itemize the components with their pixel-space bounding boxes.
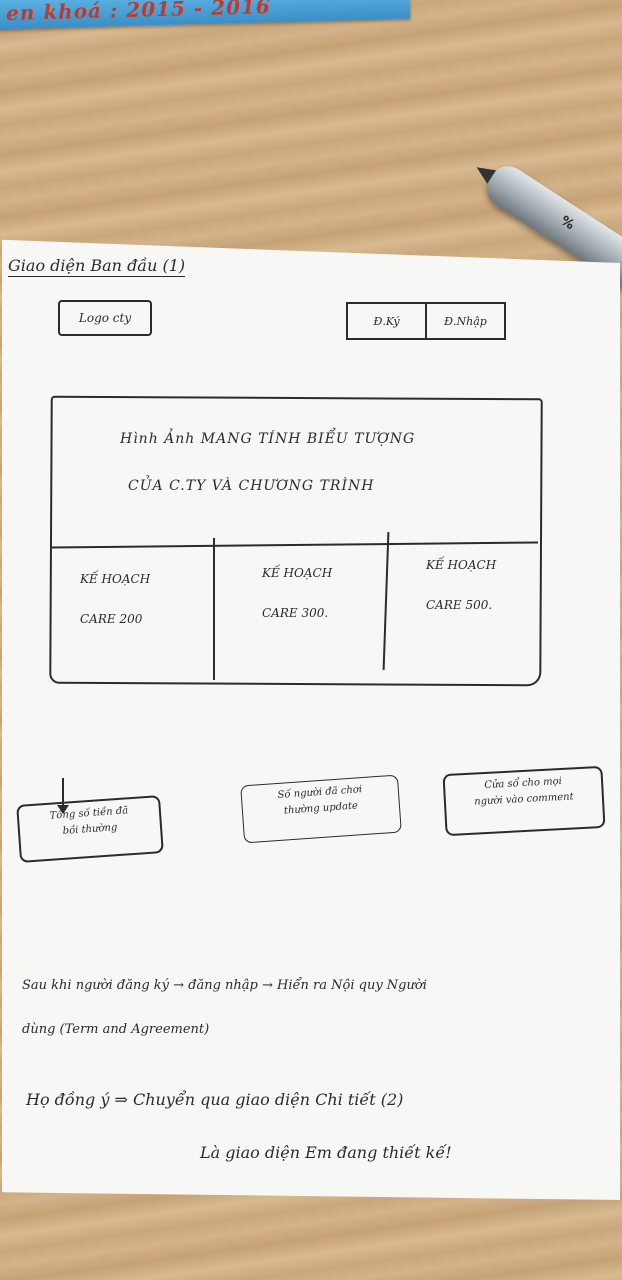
- logo-label: Logo cty: [78, 311, 132, 325]
- plan-separator: [213, 538, 215, 680]
- arrow-down-icon: [57, 778, 69, 814]
- pen-tip: [472, 160, 497, 184]
- sketch-heading: Giao diện Ban đầu (1): [8, 256, 186, 277]
- plan-name: CARE 500.: [426, 598, 493, 612]
- hero-text-line1: Hình Ảnh MANG TÍNH BIỂU TƯỢNG: [120, 431, 416, 447]
- hero-text-line2: CỦA C.TY VÀ CHƯƠNG TRÌNH: [128, 478, 375, 494]
- logo-placeholder: Logo cty: [58, 300, 152, 336]
- total-compensation-widget: Tổng số tiền đã bồi thường: [16, 795, 164, 863]
- pen-label: %: [557, 213, 577, 234]
- plan-card-care-300[interactable]: KẾ HOẠCH CARE 300.: [262, 566, 332, 620]
- paper-sheet: [2, 239, 620, 1200]
- plan-name: CARE 300.: [262, 606, 329, 620]
- register-button[interactable]: Đ.Ký: [373, 314, 400, 328]
- plan-title: KẾ HOẠCH: [80, 572, 151, 586]
- plan-title: KẾ HOẠCH: [426, 558, 497, 572]
- flow-note-line2: dùng (Term and Agreement): [22, 1022, 210, 1037]
- book-title-text: en khoá : 2015 - 2016: [5, 0, 272, 26]
- auth-button-group: Đ.Ký Đ.Nhập: [346, 302, 506, 340]
- comment-window-widget[interactable]: Cửa sổ cho mọi người vào comment: [442, 765, 606, 837]
- plan-name: CARE 200: [80, 612, 143, 626]
- flow-note-line4: Là giao diện Em đang thiết kế!: [200, 1143, 452, 1162]
- login-button[interactable]: Đ.Nhập: [425, 304, 504, 338]
- plan-card-care-500[interactable]: KẾ HOẠCH CARE 500.: [426, 558, 496, 612]
- plan-card-care-200[interactable]: KẾ HOẠCH CARE 200: [80, 572, 150, 626]
- flow-note-line1: Sau khi người đăng ký → đăng nhập → Hiển…: [22, 978, 427, 993]
- flow-note-line3: Họ đồng ý ⇒ Chuyển qua giao diện Chi tiế…: [26, 1090, 404, 1109]
- plan-title: KẾ HOẠCH: [262, 566, 333, 580]
- background-book: en khoá : 2015 - 2016: [0, 0, 411, 30]
- player-count-widget: Số người đã chơi thường update: [240, 774, 402, 844]
